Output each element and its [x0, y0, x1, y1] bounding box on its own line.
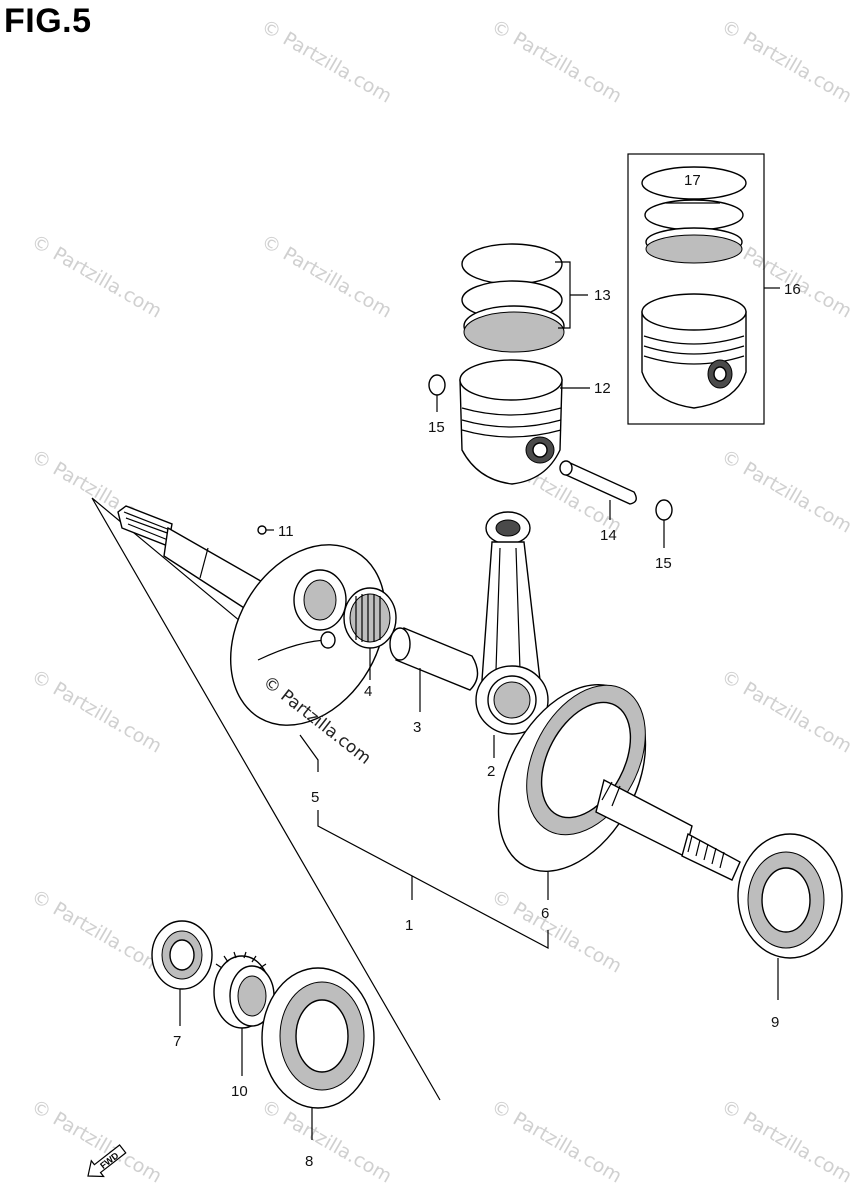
watermark-text: © Partzilla.com [258, 230, 396, 322]
circlip-left [428, 374, 446, 396]
watermark-text: © Partzilla.com [718, 665, 852, 757]
watermark-text: © Partzilla.com [488, 885, 626, 977]
watermark-text: © Partzilla.com [718, 1095, 852, 1187]
callout-15b: 15 [655, 555, 672, 572]
piston-set-rings [641, 166, 747, 264]
left-crank-half [117, 505, 387, 726]
callout-16: 16 [784, 281, 801, 298]
watermark-text: © Partzilla.com [28, 230, 166, 322]
piston [459, 359, 563, 485]
watermark-text: © Partzilla.com [488, 15, 626, 107]
large-ball-bearing [261, 967, 375, 1109]
callout-15a: 15 [428, 419, 445, 436]
figure-title: FIG.5 [4, 2, 92, 40]
connecting-rod [475, 511, 549, 735]
callout-5: 5 [311, 789, 319, 806]
right-ball-bearing [737, 833, 843, 959]
leader-1 [317, 810, 549, 949]
callout-11: 11 [278, 523, 294, 540]
piston-set-piston [641, 293, 747, 409]
piston-set-box [627, 153, 765, 425]
watermark-text: © Partzilla.com [258, 15, 396, 107]
small-bearing [151, 920, 213, 990]
piston-pin [559, 460, 637, 505]
timing-gear [213, 951, 275, 1029]
crank-pin [389, 627, 479, 691]
callout-2: 2 [487, 763, 495, 780]
watermark-text: © Partzilla.com [28, 885, 166, 977]
woodruff-key [257, 525, 274, 535]
callout-8: 8 [305, 1153, 313, 1170]
callout-7: 7 [173, 1033, 181, 1050]
needle-bearing [343, 587, 397, 649]
callout-10: 10 [231, 1083, 248, 1100]
watermark-text: © Partzilla.com [488, 1095, 626, 1187]
watermark-text: © Partzilla.com [718, 445, 852, 537]
leader-13 [555, 261, 588, 329]
callout-9: 9 [771, 1014, 779, 1031]
leader-5 [299, 734, 319, 772]
callout-17: 17 [684, 172, 701, 189]
watermark-text: © Partzilla.com [28, 665, 166, 757]
callout-14: 14 [600, 527, 617, 544]
callout-12: 12 [594, 380, 611, 397]
circlip-right [655, 499, 673, 521]
callout-4: 4 [364, 683, 372, 700]
callout-1: 1 [405, 917, 413, 934]
callout-6: 6 [541, 905, 549, 922]
callout-3: 3 [413, 719, 421, 736]
watermark-text: © Partzilla.com [258, 1095, 396, 1187]
piston-rings [461, 243, 565, 353]
callout-13: 13 [594, 287, 611, 304]
right-crank-half [497, 684, 741, 881]
watermark-text: © Partzilla.com [718, 15, 852, 107]
